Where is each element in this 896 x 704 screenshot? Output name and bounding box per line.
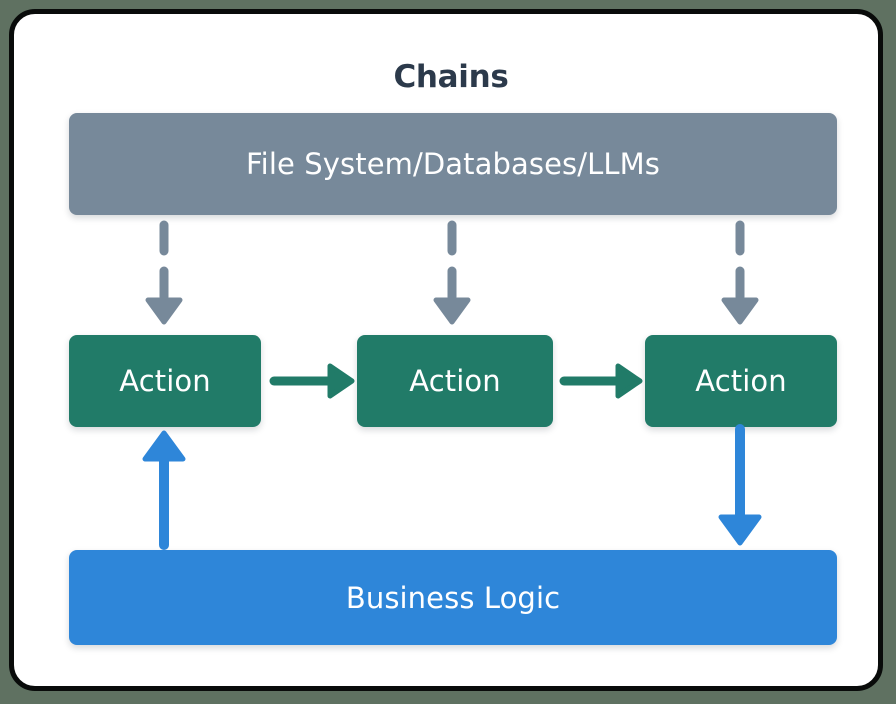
- node-business-logic: Business Logic: [69, 550, 837, 645]
- node-storage-label: File System/Databases/LLMs: [246, 147, 660, 181]
- node-action-2-label: Action: [409, 364, 501, 398]
- node-business-logic-label: Business Logic: [345, 580, 561, 615]
- arrow-storage-to-action-2: [433, 220, 471, 325]
- diagram-frame: Chains File System/Databases/LLMs Action…: [9, 9, 883, 691]
- node-action-3-label: Action: [695, 364, 787, 398]
- node-action-1: Action: [69, 335, 261, 427]
- arrow-action-2-to-action-3: [559, 363, 643, 399]
- node-action-1-label: Action: [119, 364, 211, 398]
- arrow-storage-to-action-1: [145, 220, 183, 325]
- arrow-storage-to-action-3: [721, 220, 759, 325]
- node-action-2: Action: [357, 335, 553, 427]
- arrow-action-3-to-business-logic: [718, 424, 762, 546]
- node-file-system-databases-llms: File System/Databases/LLMs: [69, 113, 837, 215]
- diagram-canvas: Chains File System/Databases/LLMs Action…: [14, 14, 888, 696]
- arrow-action-1-to-action-2: [269, 363, 355, 399]
- arrow-business-logic-to-action-1: [142, 430, 186, 550]
- diagram-title: Chains: [393, 59, 509, 95]
- node-action-3: Action: [645, 335, 837, 427]
